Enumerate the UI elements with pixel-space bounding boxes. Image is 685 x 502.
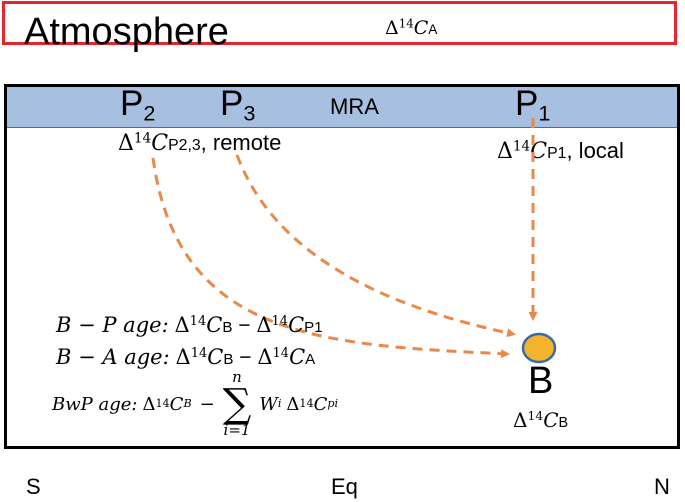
bottom-water-label: B (528, 360, 554, 402)
atmosphere-box (2, 1, 677, 45)
mra-label: MRA (330, 94, 379, 119)
ocean-box (4, 84, 680, 449)
p3-label: P3 (220, 84, 256, 126)
atmosphere-c14-label: Δ14CA (385, 16, 438, 39)
b-a-age-equation: B − A age: Δ14CB − Δ14CA (56, 345, 316, 369)
local-c14-label: Δ14CP1, local (497, 138, 624, 164)
axis-equator-label: Eq (331, 474, 358, 499)
p2-label: P2 (120, 84, 156, 126)
atmosphere-title: Atmosphere (24, 11, 229, 53)
bottom-water-marker (521, 332, 557, 364)
arrow-p3-to-b (235, 154, 516, 338)
axis-north-label: N (654, 474, 670, 499)
p1-label: P1 (515, 84, 551, 126)
bottom-water-c14-label: Δ14CB (513, 408, 569, 432)
axis-south-label: S (26, 474, 41, 499)
b-p-age-equation: B − P age: Δ14CB − Δ14CP1 (56, 313, 323, 337)
mra-band (7, 87, 677, 128)
arrow-p2-to-b (151, 157, 510, 359)
remote-c14-label: Δ14CP2,3, remote (118, 130, 282, 156)
summation: n ∑ i=1 (222, 368, 252, 439)
